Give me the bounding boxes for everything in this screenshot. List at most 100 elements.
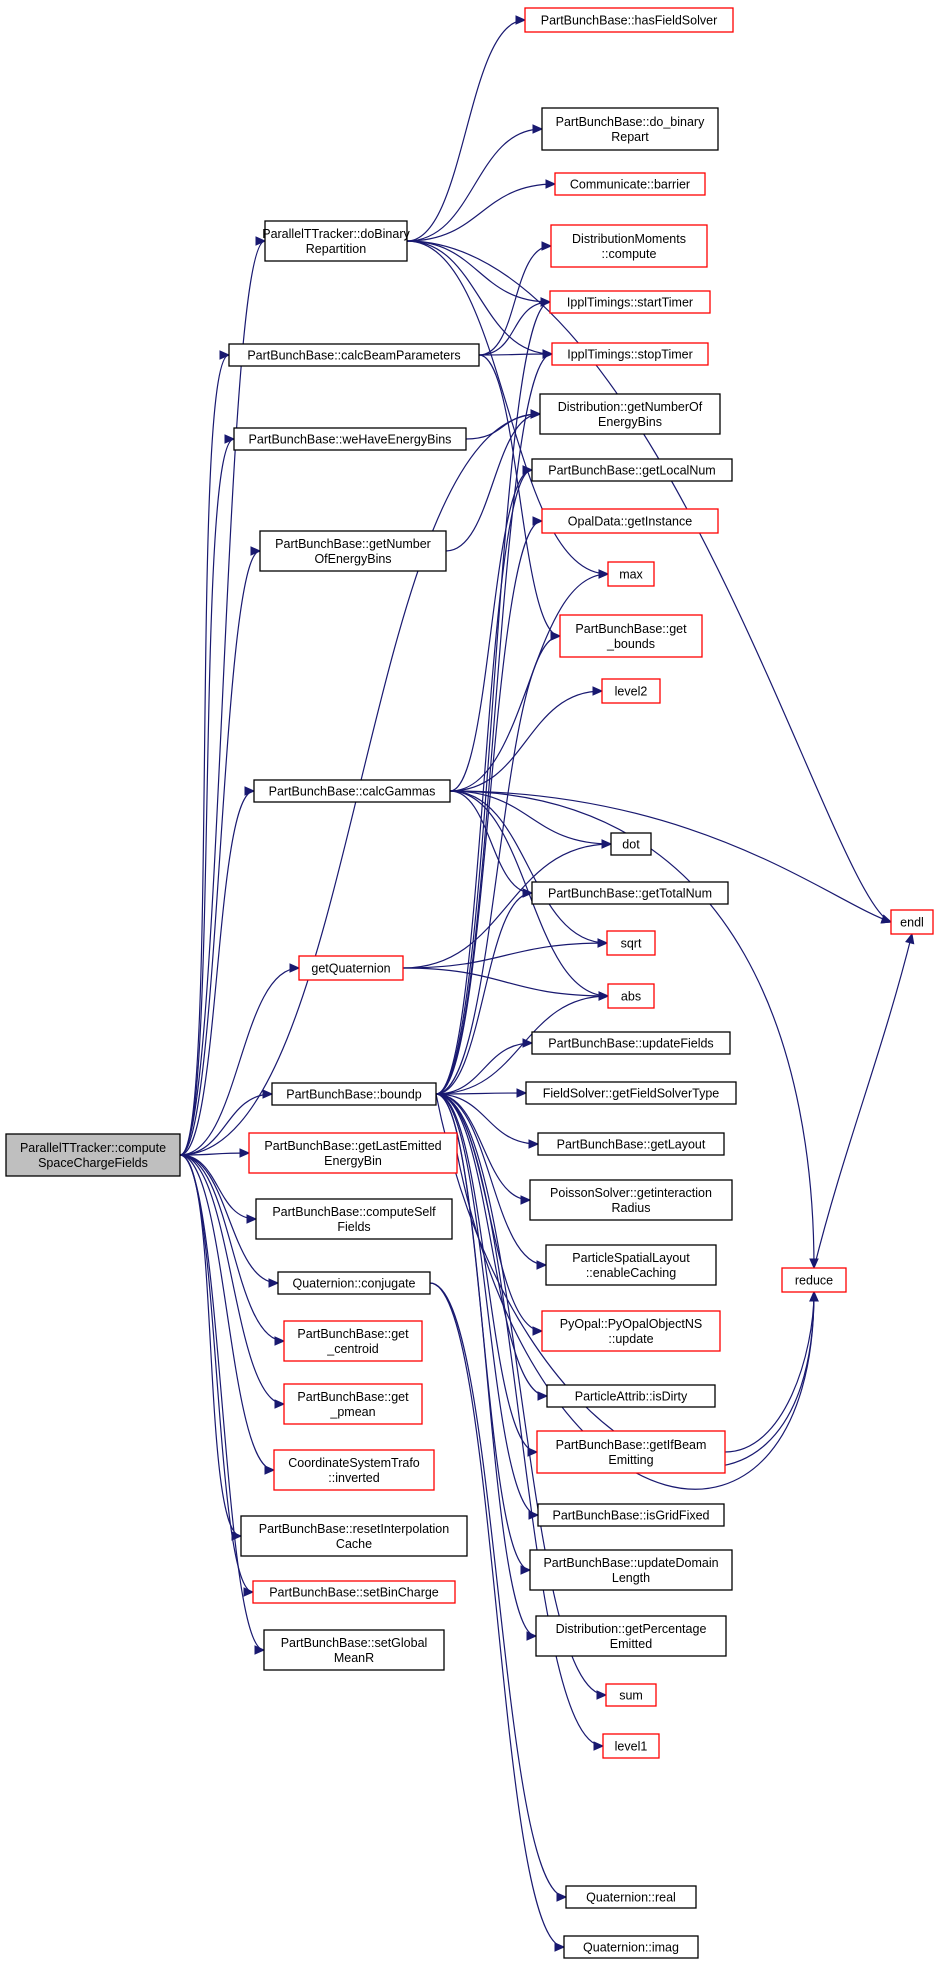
node-reduce[interactable]: reduce [781,1267,847,1293]
node-label: Quaternion::imag [583,1941,679,1955]
node-calc-gammas[interactable]: PartBunchBase::calcGammas [253,779,451,803]
node-label: PartBunchBase::boundp [286,1088,422,1102]
edge-get-quat-to-sqrt [402,938,609,969]
node-get-pmean[interactable]: PartBunchBase::get_pmean [283,1383,423,1425]
node-grid-fixed[interactable]: PartBunchBase::isGridFixed [537,1503,725,1527]
node-label: _pmean [329,1405,375,1419]
node-label: level1 [615,1740,648,1754]
node-box [541,107,719,151]
node-pyopal[interactable]: PyOpal::PyOpalObjectNS::update [541,1310,721,1352]
node-label: dot [622,838,640,852]
node-sqrt[interactable]: sqrt [606,930,656,956]
node-label: Radius [612,1201,651,1215]
node-box [233,427,467,451]
node-get-bounds[interactable]: PartBunchBase::get_bounds [559,614,703,658]
node-conjugate[interactable]: Quaternion::conjugate [277,1271,431,1295]
node-label: PartBunchBase::updateDomain [543,1556,718,1570]
node-is-dirty[interactable]: ParticleAttrib::isDirty [546,1384,716,1408]
node-label: Quaternion::conjugate [292,1277,415,1291]
edge-reduce-to-endl [813,932,915,1269]
node-label: PartBunchBase::weHaveEnergyBins [249,433,452,447]
node-opal-data[interactable]: OpalData::getInstance [541,508,719,534]
node-box [541,508,719,534]
node-get-layout[interactable]: PartBunchBase::getLayout [537,1132,725,1156]
node-calc-beam[interactable]: PartBunchBase::calcBeamParameters [228,343,480,367]
node-get-total-num[interactable]: PartBunchBase::getTotalNum [531,881,729,905]
node-we-have[interactable]: PartBunchBase::weHaveEnergyBins [233,427,467,451]
node-stop-timer[interactable]: IpplTimings::stopTimer [551,342,709,366]
edge-root-to-get-last-emitted [179,1148,251,1158]
edge-root-to-calc-gammas [179,786,256,1156]
node-set-bin-charge[interactable]: PartBunchBase::setBinCharge [252,1580,456,1604]
node-label: PartBunchBase::get [297,1390,409,1404]
node-dot[interactable]: dot [610,832,652,856]
node-has-field-solver[interactable]: PartBunchBase::hasFieldSolver [524,7,734,33]
node-label: ::inverted [328,1471,379,1485]
edge-boundp-to-get-bounds [435,631,562,1095]
node-sum[interactable]: sum [605,1683,657,1707]
node-endl[interactable]: endl [890,909,934,935]
node-label: PartBunchBase::do_binary [556,115,705,129]
node-label: Cache [336,1537,372,1551]
node-box [252,1580,456,1604]
edge-boundp-to-percentage [435,1093,538,1641]
node-root[interactable]: ParallelTTracker::computeSpaceChargeFiel… [5,1133,181,1177]
edges-layer [179,15,915,1952]
node-dist-moments[interactable]: DistributionMoments::compute [550,224,708,268]
edge-calc-gammas-to-level2 [449,686,604,792]
node-box [298,955,404,981]
node-label: DistributionMoments [572,232,686,246]
node-label: IpplTimings::startTimer [567,296,693,310]
edge-root-to-do-binary [179,236,267,1156]
node-boundp[interactable]: PartBunchBase::boundp [271,1082,437,1106]
edge-root-to-calc-beam [179,350,231,1156]
edge-boundp-to-start-timer [435,297,552,1095]
node-box [610,832,652,856]
edge-boundp-to-get-local-num [435,465,534,1095]
node-get-quat[interactable]: getQuaternion [298,955,404,981]
node-qreal[interactable]: Quaternion::real [565,1885,697,1909]
node-qimag[interactable]: Quaternion::imag [563,1935,699,1959]
node-field-solver-type[interactable]: FieldSolver::getFieldSolverType [525,1081,737,1105]
node-update-fields[interactable]: PartBunchBase::updateFields [531,1031,731,1055]
node-box [524,7,734,33]
edge-boundp-to-spatial [435,1093,548,1270]
node-label: PartBunchBase::get [297,1327,409,1341]
node-get-local-num[interactable]: PartBunchBase::getLocalNum [531,458,733,482]
node-get-centroid[interactable]: PartBunchBase::get_centroid [283,1320,423,1362]
edge-boundp-to-stop-timer [435,349,554,1095]
node-box [263,1629,445,1671]
edge-calc-gammas-to-get-total-num [449,790,534,898]
node-box [5,1133,181,1177]
node-abs[interactable]: abs [607,983,655,1009]
edge-boundp-to-is-dirty [435,1093,549,1401]
edge-do-binary-to-barrier [406,179,557,242]
node-label: _centroid [326,1342,378,1356]
node-inverted[interactable]: CoordinateSystemTrafo::inverted [273,1449,435,1491]
node-start-timer[interactable]: IpplTimings::startTimer [549,290,711,314]
node-level2[interactable]: level2 [601,678,661,704]
node-barrier[interactable]: Communicate::barrier [554,172,706,196]
node-max[interactable]: max [607,561,655,587]
node-label: ParallelTTracker::doBinary [262,227,410,241]
node-label: max [619,568,643,582]
node-box [546,1384,716,1408]
node-label: Communicate::barrier [570,178,690,192]
node-spatial[interactable]: ParticleSpatialLayout::enableCaching [545,1244,717,1286]
edge-calc-gammas-to-dot [449,790,613,849]
node-box [537,1132,725,1156]
node-label: PartBunchBase::hasFieldSolver [541,14,717,28]
node-level1[interactable]: level1 [602,1733,660,1759]
